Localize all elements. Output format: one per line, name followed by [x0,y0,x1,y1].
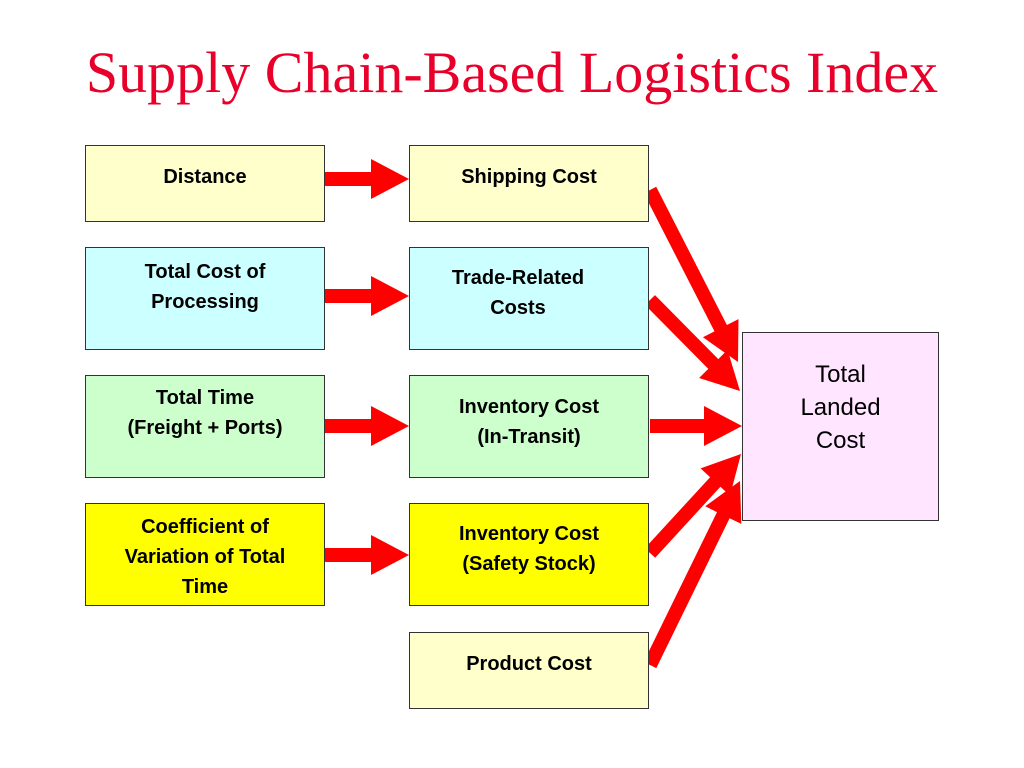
total-landed-cost-box: Total Landed Cost [742,332,939,521]
arrow-inventory-transit-to-total [650,406,742,446]
arrow-processing-to-trade [325,276,409,316]
input-box-total-time: Total Time (Freight + Ports) [85,375,325,478]
cost-label-trade-related: Trade-Related Costs [451,267,585,319]
input-label-total-time: Total Time (Freight + Ports) [127,387,283,439]
input-box-coefficient: Coefficient of Variation of Total Time [85,503,325,606]
arrow-inventory-safety-to-total [644,454,741,558]
input-label-processing: Total Cost of Processing [144,261,266,313]
arrow-distance-to-shipping [325,159,409,199]
cost-box-product: Product Cost [409,632,649,709]
input-box-distance: Distance [85,145,325,222]
arrow-shipping-to-total [643,186,739,362]
arrow-trade-to-total [645,295,740,391]
input-label-distance: Distance [163,166,247,188]
arrow-product-to-total [643,481,742,669]
input-box-processing: Total Cost of Processing [85,247,325,350]
cost-box-inventory-transit: Inventory Cost (In-Transit) [409,375,649,478]
arrow-coefficient-to-inventory-safety [325,535,409,575]
cost-label-inventory-safety: Inventory Cost (Safety Stock) [458,523,600,575]
total-landed-cost-label: Total Landed Cost [800,361,881,454]
cost-box-trade-related: Trade-Related Costs [409,247,649,350]
page-title: Supply Chain-Based Logistics Index [85,40,939,105]
cost-box-shipping: Shipping Cost [409,145,649,222]
input-label-coefficient: Coefficient of Variation of Total Time [124,516,286,598]
arrow-time-to-inventory-transit [325,406,409,446]
cost-label-product: Product Cost [466,653,592,675]
cost-label-inventory-transit: Inventory Cost (In-Transit) [458,396,600,448]
cost-label-shipping: Shipping Cost [461,166,597,188]
cost-box-inventory-safety: Inventory Cost (Safety Stock) [409,503,649,606]
